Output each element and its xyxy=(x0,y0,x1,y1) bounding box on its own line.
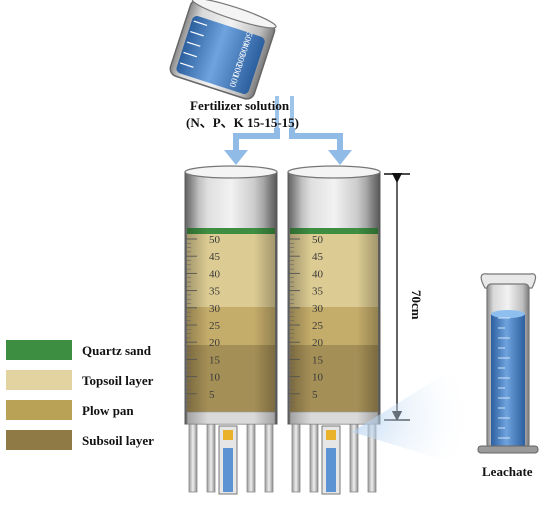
height-dimension: 70cm xyxy=(384,172,424,422)
column-shade xyxy=(288,172,380,424)
soil-column-right: 50 45 40 35 30 25 20 15 10 5 xyxy=(287,165,381,495)
scale-label: 10 xyxy=(312,372,324,384)
column-rim xyxy=(287,165,381,179)
scale-label: 10 xyxy=(209,372,221,384)
beaker-mark-label: 300 xyxy=(234,52,248,68)
leachate-label: Leachate xyxy=(482,464,533,479)
drain-filter xyxy=(326,430,336,440)
column-rim xyxy=(184,165,278,179)
drain-filter xyxy=(223,430,233,440)
legend-swatch xyxy=(6,400,72,420)
scale-label: 20 xyxy=(209,337,221,349)
beaker-mark-label: 400 xyxy=(238,41,252,57)
scale-label: 30 xyxy=(209,303,221,315)
legend-label: Subsoil layer xyxy=(82,433,154,448)
flow-arrow-left xyxy=(224,128,280,165)
column-shade xyxy=(185,172,277,424)
scale-label: 30 xyxy=(312,303,324,315)
legend-swatch xyxy=(6,370,72,390)
scale-label: 15 xyxy=(209,354,221,366)
fertilizer-label-line1: Fertilizer solution xyxy=(190,98,290,113)
column-leg xyxy=(264,421,274,493)
scale-label: 25 xyxy=(312,320,324,332)
graduated-cylinder xyxy=(477,273,539,454)
column-leg xyxy=(188,421,198,493)
scale-label: 5 xyxy=(312,389,318,401)
solution-pipes xyxy=(275,96,294,128)
legend-swatch xyxy=(6,340,72,360)
scale-label: 20 xyxy=(312,337,324,349)
scale-label: 50 xyxy=(312,234,324,246)
scale-label: 5 xyxy=(209,389,215,401)
soil-columns: 50 45 40 35 30 25 20 15 10 5 50 45 40 35 30 25 20 15 10 5 xyxy=(184,165,381,495)
scale-label: 40 xyxy=(209,268,221,280)
beaker-tick xyxy=(186,41,201,47)
cylinder-marks xyxy=(498,317,510,439)
fertilizer-label-line2: (N、P、K 15-15-15) xyxy=(186,115,299,130)
column-leg xyxy=(246,421,256,493)
beaker-mark-label: 500 xyxy=(241,31,255,47)
legend-swatch xyxy=(6,430,72,450)
legend-label: Plow pan xyxy=(82,403,134,418)
scale-label: 45 xyxy=(209,251,221,263)
scale-label: 45 xyxy=(312,251,324,263)
scale-label: 35 xyxy=(209,286,221,298)
legend-label: Quartz sand xyxy=(82,343,152,358)
beaker-tick xyxy=(193,20,208,26)
scale-label: 50 xyxy=(209,234,221,246)
leachate-spray xyxy=(352,364,476,468)
legend-label: Topsoil layer xyxy=(82,373,154,388)
soil-column-left: 50 45 40 35 30 25 20 15 10 5 xyxy=(184,165,278,495)
drain-water xyxy=(326,448,336,492)
scale-label: 25 xyxy=(209,320,221,332)
scale-label: 35 xyxy=(312,286,324,298)
scale-label: 40 xyxy=(312,268,324,280)
column-leg xyxy=(206,421,216,493)
scale-label: 15 xyxy=(312,354,324,366)
beaker-mark-label: 100 xyxy=(227,73,241,89)
drain-water xyxy=(223,448,233,492)
beaker-tick xyxy=(190,30,204,37)
column-leg xyxy=(291,421,301,493)
beaker-tick xyxy=(183,51,198,58)
flow-arrow-right xyxy=(289,128,352,165)
height-label: 70cm xyxy=(409,290,424,320)
column-leg xyxy=(309,421,319,493)
beaker-mark-label: 200 xyxy=(231,62,245,78)
beaker-tick xyxy=(179,62,194,68)
